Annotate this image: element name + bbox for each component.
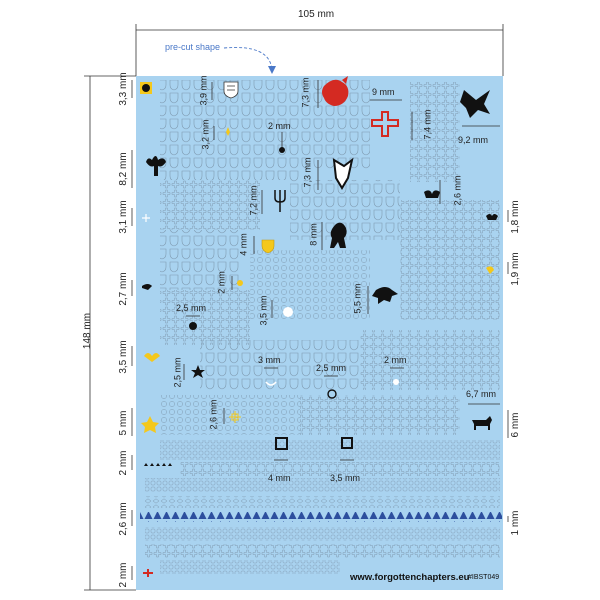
red-cross-small-icon <box>143 569 153 577</box>
right-dim-4: 1 mm <box>510 510 521 536</box>
sheet-height-label: 148 mm <box>82 312 93 350</box>
small-black-icon <box>486 214 498 220</box>
inner-dim-24: 3,5 mm <box>330 473 361 483</box>
arrow-row-icon <box>144 463 172 466</box>
cross-icon <box>371 111 399 137</box>
inner-dim-14: 2,5 mm <box>176 303 207 313</box>
dimension-lines <box>84 24 509 591</box>
small-star-icon <box>191 365 205 378</box>
gold-cross-icon <box>229 411 241 423</box>
inner-dim-6: 7,4 mm <box>422 109 433 140</box>
left-dim-6: 5 mm <box>118 410 129 436</box>
inner-dim-8: 7,3 mm <box>302 157 313 188</box>
gold-circle-icon <box>237 280 243 286</box>
white-dot-icon <box>393 379 399 385</box>
precut-label: pre-cut shape <box>165 42 221 52</box>
dragon-icon <box>322 76 349 106</box>
inner-dim-23: 4 mm <box>268 473 291 483</box>
left-dim-8: 2,6 mm <box>118 502 129 536</box>
inner-dim-12: 4 mm <box>238 233 249 256</box>
inner-dim-7: 9,2 mm <box>458 135 489 145</box>
star-icon <box>141 416 159 433</box>
dog-icon <box>472 416 492 430</box>
small-gold-icon <box>226 127 230 136</box>
inner-dim-16: 3,5 mm <box>258 295 269 326</box>
fleur-de-lis-icon <box>146 156 166 176</box>
inner-dim-4: 7,3 mm <box>300 77 311 108</box>
inner-dim-2: 3,2 mm <box>200 119 211 150</box>
left-dim-5: 3,5 mm <box>118 340 129 374</box>
lion-head-icon <box>140 82 152 94</box>
white-crescent-icon <box>265 381 277 386</box>
right-dim-3: 6 mm <box>510 412 521 438</box>
left-dim-1: 3,3 mm <box>118 72 129 106</box>
sheet-width-label: 105 mm <box>298 9 335 20</box>
inner-dim-17: 2,5 mm <box>172 357 183 388</box>
boot-icon <box>424 190 440 198</box>
inner-dim-11: 8 mm <box>308 223 319 246</box>
left-dim-9: 2 mm <box>118 562 129 588</box>
inner-dim-22: 2,6 mm <box>208 399 219 430</box>
triangle-border-strip <box>140 512 502 522</box>
bird-icon <box>142 284 152 290</box>
inner-dim-10: 2,6 mm <box>452 175 463 206</box>
inner-dim-20: 2 mm <box>384 355 407 365</box>
small-black-circle-icon <box>189 322 197 330</box>
inner-dim-1: 3,9 mm <box>198 75 209 106</box>
inner-dim-18: 3 mm <box>258 355 281 365</box>
square-small-icon <box>341 437 353 449</box>
left-dim-3: 3,1 mm <box>118 200 129 234</box>
precut-shape-blocks <box>145 80 500 574</box>
ring-icon <box>327 389 337 399</box>
inner-dim-9: 7,2 mm <box>248 185 259 216</box>
product-code: #IBST049 <box>468 574 500 581</box>
square-icon <box>275 437 288 450</box>
shield-icon <box>223 81 239 99</box>
raven-icon <box>372 287 398 304</box>
eagle-icon <box>460 90 490 118</box>
bear-icon <box>330 222 347 248</box>
left-dim-4: 2,7 mm <box>118 272 129 306</box>
trefoil-icon <box>144 353 160 362</box>
inner-dim-3: 2 mm <box>268 121 291 131</box>
circle-icon <box>279 147 285 153</box>
left-dim-2: 8,2 mm <box>118 152 129 186</box>
precut-arrow <box>223 47 273 71</box>
inner-dim-19: 2,5 mm <box>316 363 347 373</box>
website-label[interactable]: www.forgottenchapters.eu <box>350 572 470 583</box>
inner-dim-21: 6,7 mm <box>466 389 497 399</box>
inner-dim-15: 5,5 mm <box>352 283 363 314</box>
inner-dim-13: 2 mm <box>216 271 227 294</box>
left-dim-7: 2 mm <box>118 450 129 476</box>
small-white-cross-icon <box>142 214 150 222</box>
right-dim-2: 1,9 mm <box>510 252 521 286</box>
inner-dim-5: 9 mm <box>372 87 395 97</box>
griffin-icon <box>332 157 354 190</box>
white-circle-icon <box>283 307 293 317</box>
shield-gold-icon <box>261 239 275 254</box>
right-dim-1: 1,8 mm <box>510 200 521 234</box>
trident-icon <box>274 190 286 212</box>
crescent-icon <box>486 266 494 274</box>
